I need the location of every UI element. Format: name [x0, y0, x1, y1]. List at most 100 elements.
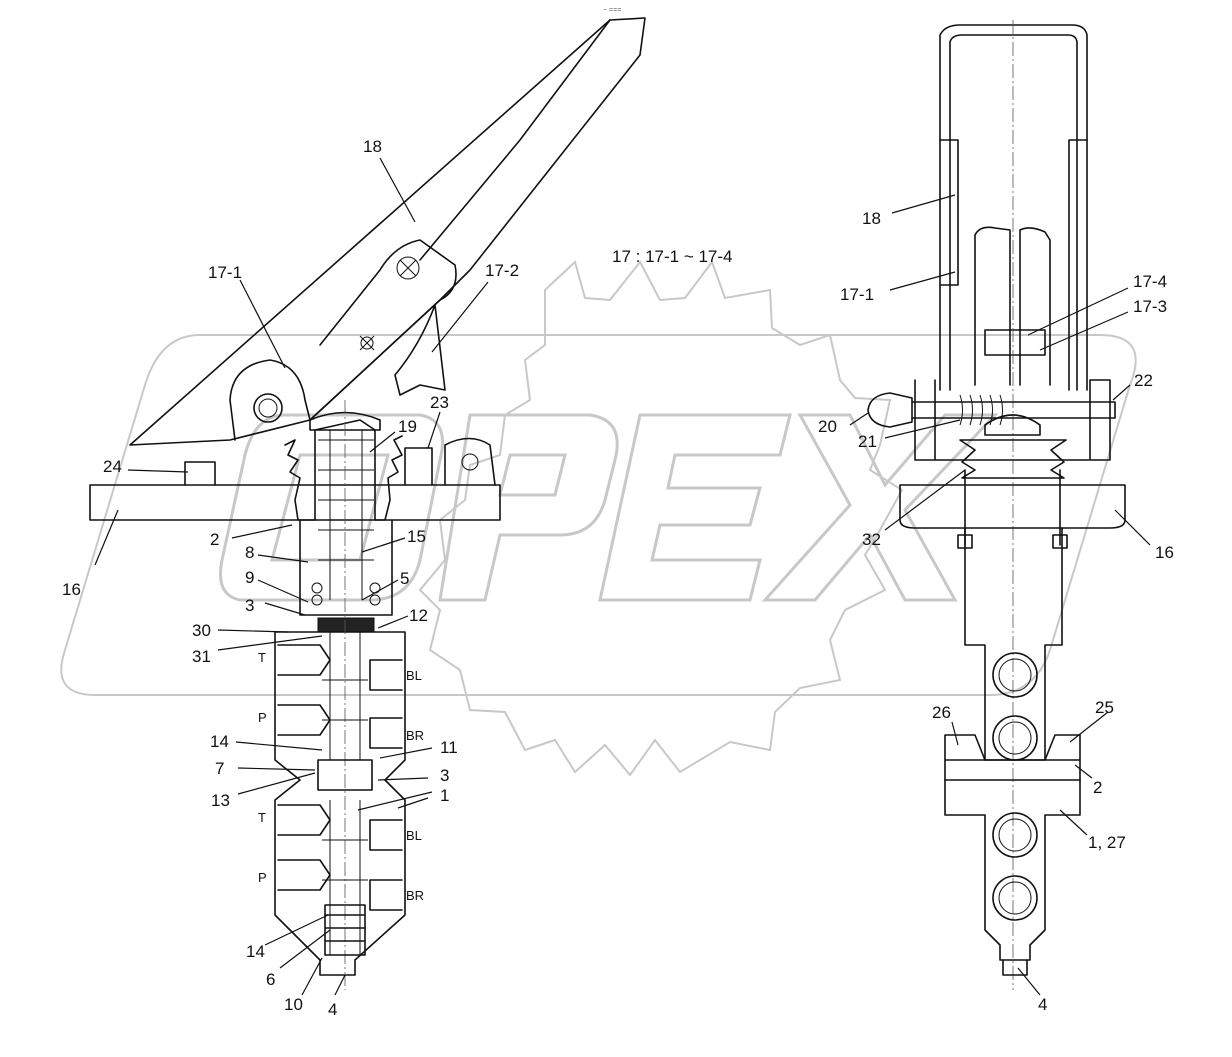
label-31: 31 [192, 647, 211, 666]
label-24: 24 [103, 457, 122, 476]
port-label-t-lower: T [258, 810, 266, 825]
label-17-4: 17-4 [1133, 272, 1167, 291]
pivot-pin-left [253, 393, 283, 423]
label-9: 9 [245, 568, 254, 587]
lower-spring-6 [324, 904, 366, 956]
ear-right [444, 437, 496, 486]
pedal-pad-right-strip [1068, 139, 1088, 391]
label-32: 32 [862, 530, 881, 549]
base-plate-left [89, 484, 501, 521]
label-17-1-right: 17-1 [840, 285, 874, 304]
cap-right [984, 414, 1041, 436]
adjust-hole-cross [399, 259, 417, 277]
base-plate-right [899, 484, 1126, 529]
port-label-bl-upper: BL [406, 668, 422, 683]
label-3-left-top: 3 [245, 596, 254, 615]
pedal-underside-left [419, 19, 611, 261]
seal-12 [317, 617, 375, 633]
label-1-27: 1, 27 [1088, 833, 1126, 852]
leader-lines-right [849, 194, 1151, 996]
knob-20 [867, 392, 913, 428]
label-7: 7 [215, 759, 224, 778]
formula-label: 17 : 17-1 ~ 17-4 [612, 247, 733, 266]
bracket-17-1 [229, 239, 457, 441]
label-30: 30 [192, 621, 211, 640]
spacer-2-right [944, 734, 1081, 781]
watermark-letters [219, 413, 999, 602]
boot-19 [284, 419, 403, 521]
shaft-22 [911, 401, 1116, 419]
label-17-2: 17-2 [485, 261, 519, 280]
small-pin-cross [359, 335, 375, 351]
label-15: 15 [407, 527, 426, 546]
shaft-bracket [914, 379, 1111, 461]
left-section-view: T P BL BR T P BL BR 18 17-1 17-2 23 19 2… [62, 17, 646, 1019]
label-19: 19 [398, 417, 417, 436]
label-14-lower: 14 [246, 942, 265, 961]
port-circle-2 [992, 715, 1038, 761]
bolt-23-head [404, 447, 433, 486]
label-11: 11 [440, 738, 458, 757]
label-12: 12 [409, 606, 428, 625]
plunger-rod-8 [329, 430, 363, 600]
pedal-plate-left [129, 17, 646, 446]
label-18-right: 18 [862, 209, 881, 228]
label-23: 23 [430, 393, 449, 412]
adjust-hole [396, 256, 420, 280]
port-circle-1 [992, 652, 1038, 698]
valve-body-right-lower [944, 779, 1081, 961]
port-label-bl-lower: BL [406, 828, 422, 843]
label-14-upper: 14 [210, 732, 229, 751]
valve-body-right-upper [964, 527, 1063, 761]
plunger-cap [309, 411, 381, 431]
label-2-right: 2 [1093, 778, 1102, 797]
label-8: 8 [245, 543, 254, 562]
port-circle-3 [992, 812, 1038, 858]
watermark-plate [60, 334, 1137, 696]
watermark-gear [418, 259, 904, 777]
spring-21 [959, 394, 1003, 426]
label-16-right: 16 [1155, 543, 1174, 562]
spring-15 [318, 439, 374, 561]
plunger-housing [299, 519, 393, 616]
header-mark: ~ === [603, 7, 621, 14]
label-3-left-mid: 3 [440, 766, 449, 785]
label-1-left: 1 [440, 786, 449, 805]
right-front-view: 18 17-1 17-4 17-3 22 20 21 32 16 26 25 2… [818, 20, 1174, 1014]
label-6: 6 [266, 970, 275, 989]
end-plug-4-right [1002, 959, 1028, 976]
label-20: 20 [818, 417, 837, 436]
bolt-24-head [184, 461, 216, 486]
port-bores [277, 644, 403, 911]
label-26: 26 [932, 703, 951, 722]
label-22: 22 [1134, 371, 1153, 390]
spring-seat-7 [317, 759, 373, 791]
label-5: 5 [400, 569, 409, 588]
label-16-left: 16 [62, 580, 81, 599]
label-25: 25 [1095, 698, 1114, 717]
label-2-left: 2 [210, 530, 219, 549]
label-4-right: 4 [1038, 995, 1047, 1014]
bracket-17-3-17-4 [984, 329, 1046, 356]
ear-hole [461, 453, 479, 471]
boot-32 [959, 439, 1067, 479]
label-4-left: 4 [328, 1000, 337, 1019]
spool-lower [322, 800, 368, 955]
label-21: 21 [858, 432, 877, 451]
lever-17-2 [394, 304, 446, 396]
opex-watermark [60, 259, 1137, 777]
port-label-p-lower: P [258, 870, 267, 885]
port-circle-4 [992, 875, 1038, 921]
spool-upper [322, 632, 368, 760]
label-17-3: 17-3 [1133, 297, 1167, 316]
label-18-left: 18 [363, 137, 382, 156]
pedal-frame-right [939, 24, 1088, 391]
pedal-pad-left-strip [939, 139, 959, 286]
mount-studs-right [957, 469, 1068, 549]
port-label-br-lower: BR [406, 888, 424, 903]
leader-lines-left [94, 157, 489, 996]
label-10: 10 [284, 995, 303, 1014]
label-17-1-left: 17-1 [208, 263, 242, 282]
